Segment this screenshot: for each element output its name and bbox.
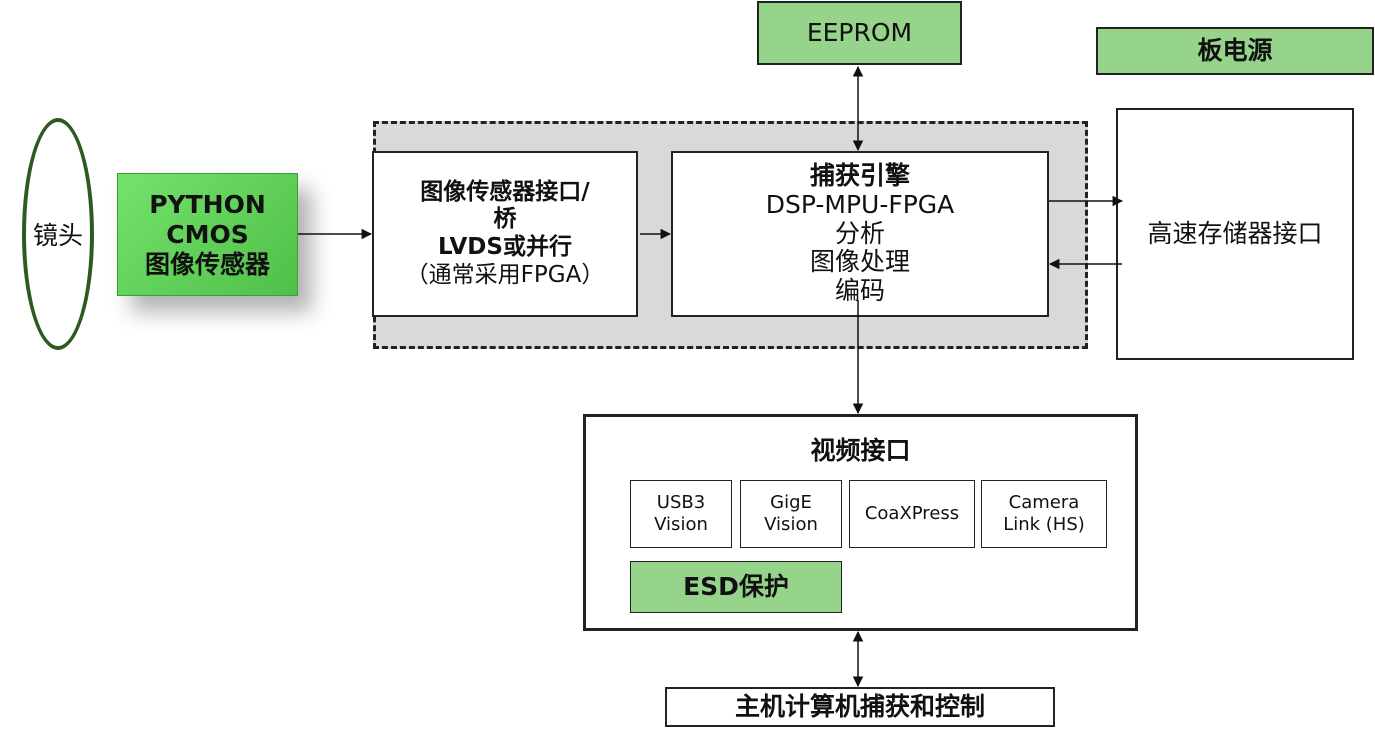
power-node: 板电源 — [1096, 27, 1374, 75]
host-node: 主机计算机捕获和控制 — [665, 687, 1055, 727]
port-gige-line-1: GigE — [770, 492, 812, 514]
engine-line-1: 捕获引擎 — [809, 161, 910, 191]
lens-label: 镜头 — [32, 221, 83, 250]
lens-node: 镜头 — [22, 118, 94, 350]
port-coaxpress-line-1: CoaXPress — [864, 503, 960, 525]
bridge-line-4: （通常采用FPGA） — [405, 261, 605, 288]
port-usb3-line-1: USB3 — [656, 492, 706, 514]
host-label: 主机计算机捕获和控制 — [734, 692, 985, 721]
engine-node: 捕获引擎 DSP-MPU-FPGA 分析 图像处理 编码 — [671, 151, 1049, 317]
engine-line-4: 图像处理 — [809, 247, 910, 277]
sensor-line-1: PYTHON — [149, 189, 266, 219]
storage-node: 高速存储器接口 — [1116, 108, 1354, 360]
eeprom-label: EEPROM — [806, 18, 913, 47]
bridge-line-2: 桥 — [493, 206, 517, 233]
eeprom-node: EEPROM — [757, 1, 962, 65]
port-gige-vision: GigE Vision — [740, 480, 842, 548]
port-camera-link-line-2: Link (HS) — [1003, 514, 1085, 535]
sensor-line-2: CMOS — [166, 219, 249, 249]
port-coaxpress: CoaXPress — [849, 480, 975, 548]
port-gige-line-2: Vision — [764, 514, 818, 535]
engine-line-2: DSP-MPU-FPGA — [765, 189, 955, 219]
port-usb3-vision: USB3 Vision — [630, 480, 732, 548]
esd-label: ESD保护 — [683, 572, 789, 601]
sensor-line-3: 图像传感器 — [144, 249, 270, 279]
port-camera-link-line-1: Camera — [1008, 492, 1080, 514]
storage-label: 高速存储器接口 — [1147, 219, 1323, 248]
engine-line-5: 编码 — [834, 276, 885, 306]
video-node: 视频接口 USB3 Vision GigE Vision CoaXPress C… — [583, 414, 1138, 631]
esd-node: ESD保护 — [630, 561, 842, 613]
bridge-line-3: LVDS或并行 — [438, 234, 572, 260]
video-title: 视频接口 — [810, 436, 911, 465]
engine-line-3: 分析 — [834, 218, 885, 248]
port-camera-link: Camera Link (HS) — [981, 480, 1107, 548]
power-label: 板电源 — [1197, 36, 1273, 65]
bridge-line-1: 图像传感器接口/ — [420, 178, 590, 205]
bridge-node: 图像传感器接口/ 桥 LVDS或并行 （通常采用FPGA） — [372, 151, 638, 317]
port-usb3-line-2: Vision — [654, 514, 708, 535]
sensor-node: PYTHON CMOS 图像传感器 — [117, 173, 298, 296]
